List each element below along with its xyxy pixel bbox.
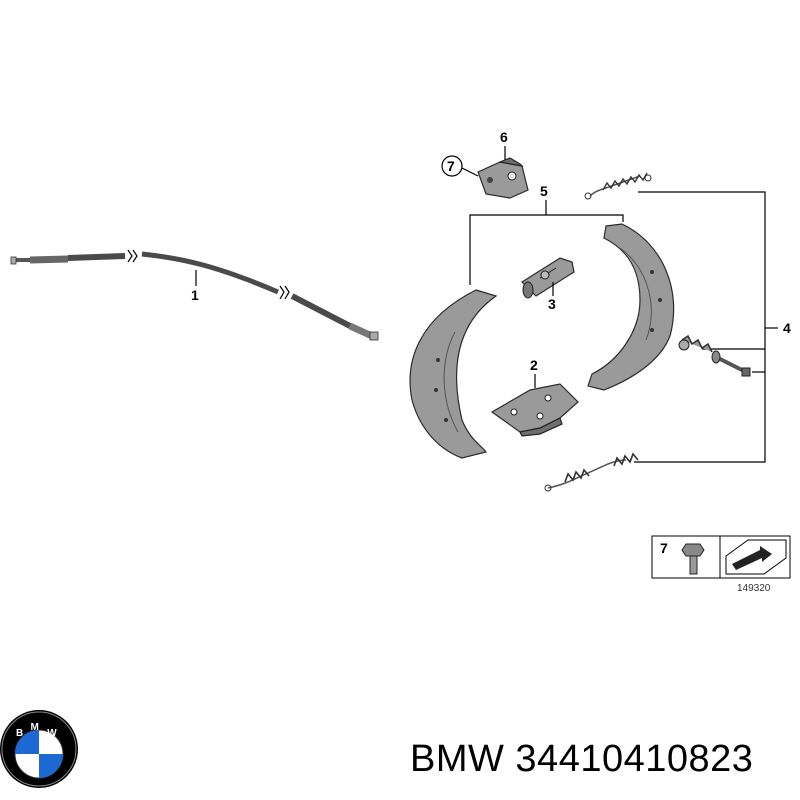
brake-shoe-left — [409, 289, 498, 459]
lever-part-2 — [490, 383, 579, 437]
adjuster-part-3 — [521, 257, 575, 299]
legend-callout-7: 7 — [660, 540, 668, 556]
callout-2: 2 — [530, 357, 538, 373]
small-spring — [678, 334, 713, 353]
upper-spring — [584, 172, 652, 200]
brand-part-number: BMW 34410410823 — [410, 738, 754, 780]
callout-6: 6 — [500, 129, 508, 145]
fastener-legend-box: 7 — [651, 535, 791, 579]
bmw-logo-text: B M W — [16, 722, 57, 739]
callout-3: 3 — [548, 296, 556, 312]
lower-spring — [544, 452, 639, 492]
arrow-icon — [725, 539, 787, 575]
brake-shoe-right — [587, 223, 675, 391]
bmw-logo: B M W — [0, 710, 78, 788]
bolt-icon — [681, 543, 705, 575]
callout-7: 7 — [447, 158, 455, 174]
callout-1: 1 — [191, 287, 199, 303]
diagram-reference-number: 149320 — [737, 583, 771, 594]
handbrake-cable — [10, 249, 379, 341]
callout-5: 5 — [540, 183, 548, 199]
retaining-pin — [711, 350, 751, 377]
bracket-part-6 — [477, 157, 529, 199]
callout-4: 4 — [783, 320, 791, 336]
